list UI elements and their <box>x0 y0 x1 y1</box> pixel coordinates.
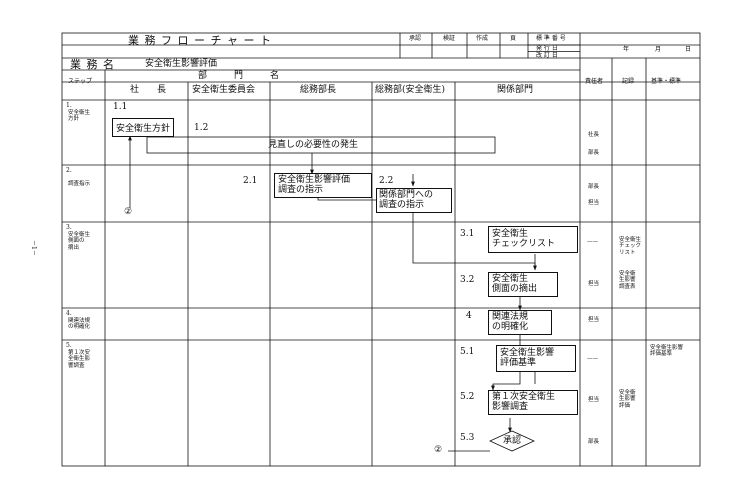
record-survey-table: 安全衛 生影響 調査表 <box>619 271 636 290</box>
node-approve-label: 承認 <box>503 436 522 446</box>
resp-5c: 部長 <box>588 439 600 445</box>
node-review: 見直しの必要性の発生 <box>268 140 359 150</box>
standard-criteria: 安全衛生影響 評価基準 <box>650 345 684 358</box>
step4-label: 関連法規 の明確化 <box>68 318 91 331</box>
col-president: 社 長 <box>130 85 167 95</box>
node-2-2-num: 2.2 <box>379 176 394 186</box>
node-3-2-num: 3.2 <box>460 275 475 285</box>
inspect-header: 検証 <box>443 35 456 42</box>
node-aspect: 安全衛生 側面の摘出 <box>488 272 558 297</box>
resp-2b: 担当 <box>588 200 600 206</box>
step2-label: 調査指示 <box>68 181 91 187</box>
node-1-1-num: 1.1 <box>113 102 128 112</box>
col-standard: 基準・標準 <box>651 78 682 85</box>
page-header: 頁 <box>510 35 517 42</box>
step4-num: 4. <box>66 310 72 317</box>
node-checklist: 安全衛生 チェックリスト <box>488 226 578 253</box>
resp-5b: 担当 <box>588 397 600 403</box>
node-2-1-num: 2.1 <box>243 176 258 186</box>
col-committee: 安全衛生委員会 <box>192 85 256 95</box>
resp-1a: 社長 <box>588 132 600 138</box>
node-policy: 安全衛生方針 <box>112 118 175 137</box>
resp-3a: —— <box>587 239 598 245</box>
connector-top: ② <box>124 207 133 217</box>
step1-num: 1. <box>66 102 72 109</box>
create-header: 作成 <box>476 35 489 42</box>
node-5-1-num: 5.1 <box>460 347 475 357</box>
node-4-num: 4 <box>466 311 472 321</box>
node-criteria: 安全衛生影響 評価基準 <box>496 345 576 372</box>
node-first-survey: 第１次安全衛生 影響調査 <box>488 390 578 415</box>
issue-date-label: 発 行 日 <box>536 45 558 52</box>
business-label: 業 務 名 <box>70 58 115 71</box>
node-1-2-num: 1.2 <box>194 123 209 133</box>
node-5-2-num: 5.2 <box>460 392 475 402</box>
col-related-dept: 関係部門 <box>497 85 534 95</box>
step3-label: 安全衛生 側面の 摘出 <box>68 232 91 251</box>
resp-5a: —— <box>587 356 598 362</box>
page-title: 業 務 フ ロ ー チ ャ ー ト <box>128 34 272 47</box>
step2-num: 2. <box>66 167 72 174</box>
col-general-dept: 総務部(安全衛生) <box>375 85 446 95</box>
step-header: ステップ <box>68 78 93 85</box>
grid-lines <box>61 32 701 467</box>
resp-1b: 部長 <box>588 150 600 156</box>
resp-2a: 部長 <box>588 184 600 190</box>
revise-date-label: 改 訂 日 <box>536 51 558 59</box>
step5-num: 5. <box>66 342 72 349</box>
col-general-manager: 総務部長 <box>300 85 337 95</box>
standard-no-label: 標 準 番 号 <box>536 35 566 42</box>
resp-3b: 担当 <box>588 281 600 287</box>
page-mark: －1－ <box>30 240 37 256</box>
node-survey-instr: 安全衛生影響評価 調査の指示 <box>274 173 372 198</box>
year-label: 年 <box>623 46 630 53</box>
node-related-instr: 関係部門への 調査の指示 <box>376 188 452 213</box>
record-evaluation: 安全衛 生影響 評価 <box>619 390 636 409</box>
col-record: 記録 <box>622 78 635 85</box>
connector-bottom: ② <box>434 445 443 455</box>
node-3-1-num: 3.1 <box>460 229 475 239</box>
department-header: 部 門 名 <box>198 71 280 81</box>
step1-label: 安全衛生 方針 <box>68 110 91 123</box>
step5-label: 第１次安 全衛生影 響調査 <box>68 350 91 369</box>
approve-header: 承認 <box>409 35 422 42</box>
step3-num: 3. <box>66 224 72 231</box>
approve-diamond <box>489 430 535 452</box>
business-name: 安全衛生影響評価 <box>145 59 218 69</box>
resp-4: 担当 <box>588 317 600 323</box>
record-checklist: 安全衛生 チェック リスト <box>619 237 642 256</box>
node-5-3-num: 5.3 <box>460 433 475 443</box>
month-label: 月 <box>655 46 662 53</box>
node-law: 関連法規 の明確化 <box>488 310 552 335</box>
day-label: 日 <box>685 46 692 53</box>
col-responsible: 責任者 <box>585 78 604 85</box>
